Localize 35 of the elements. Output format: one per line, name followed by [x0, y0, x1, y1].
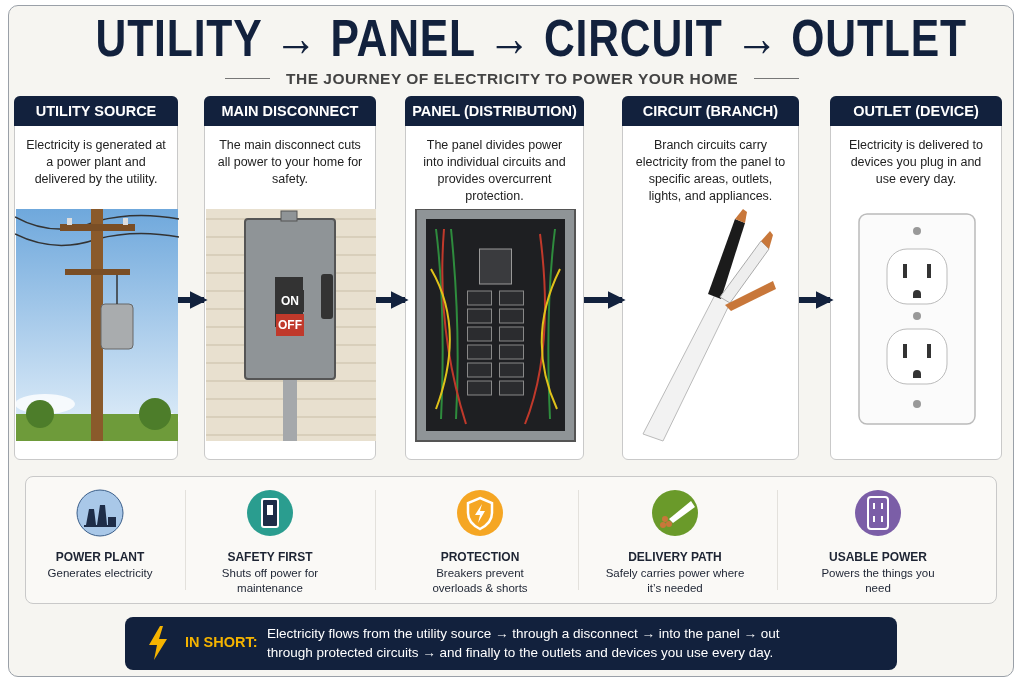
feature-heading: SAFETY FIRST [226, 550, 314, 564]
card-description: The panel divides power into individual circuits and provides overcurrent protection. [422, 137, 567, 205]
summary-text: Electricity flows from the utility source → through a disconnect → into the panel → out through protected circuits → and finally to the outlets and devices you use every day. [267, 625, 781, 662]
feature-heading: USABLE POWER [828, 550, 928, 564]
feature-heading: PROTECTION [439, 550, 521, 564]
flow-arrow [178, 291, 208, 309]
card-description: Electricity is delivered to devices you plug in and use every day. [847, 137, 985, 188]
card-description: Electricity is generated at a power plant and delivered by the utility. [25, 137, 167, 188]
feature-description: Shuts off power for maintenance [220, 566, 320, 596]
card-heading: UTILITY SOURCE [14, 96, 178, 126]
step-card [830, 96, 1002, 460]
feature-heading: POWER PLANT [54, 550, 146, 564]
flow-arrow [799, 291, 834, 309]
card-heading: OUTLET (DEVICE) [830, 96, 1002, 126]
summary-banner [125, 617, 897, 670]
title: UTILITY → PANEL → CIRCUIT → OUTLET [95, 8, 967, 68]
card-description: The main disconnect cuts all power to your home for safety. [216, 137, 364, 188]
feature-description: Safely carries power where it’s needed [605, 566, 745, 596]
step-card [622, 96, 799, 460]
card-heading: PANEL (DISTRIBUTION) [405, 96, 584, 126]
feature-description: Powers the things you need [820, 566, 936, 596]
card-heading: CIRCUIT (BRANCH) [622, 96, 799, 126]
step-card [405, 96, 584, 460]
step-card [14, 96, 178, 460]
feature-description: Generates electricity [46, 566, 154, 581]
flow-arrow [584, 291, 626, 309]
card-description: Branch circuits carry electricity from the panel to specific areas, outlets, lights, and appliances. [634, 137, 787, 205]
card-heading: MAIN DISCONNECT [204, 96, 376, 126]
switch-off-marking: OFF [276, 314, 304, 336]
flow-arrow [376, 291, 409, 309]
feature-heading: DELIVERY PATH [627, 550, 723, 564]
subtitle: THE JOURNEY OF ELECTRICITY TO POWER YOUR HOME [285, 70, 739, 88]
feature-description: Breakers prevent overloads & shorts [431, 566, 529, 596]
summary-heading: IN SHORT: [185, 634, 258, 650]
step-card [204, 96, 376, 460]
